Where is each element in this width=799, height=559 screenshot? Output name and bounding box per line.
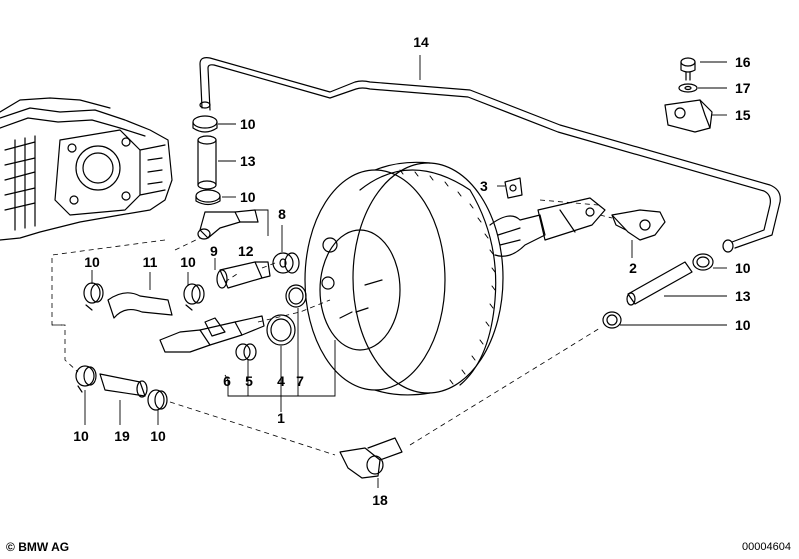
label-14: 14: [413, 34, 429, 50]
clamp-10-mid: [195, 189, 221, 206]
label-5: 5: [245, 373, 253, 389]
label-13-right: 13: [735, 288, 751, 304]
hose-11: [107, 292, 173, 319]
part-6-sensor: [159, 315, 265, 353]
part-12-connector: [197, 209, 259, 240]
label-2: 2: [629, 260, 637, 276]
part-9-valve: [216, 261, 271, 289]
clamp-10-right-lower: [602, 311, 622, 329]
label-9: 9: [210, 243, 218, 259]
leader-lines: [84, 55, 727, 488]
dashed-lines: [51, 199, 613, 456]
label-15: 15: [735, 107, 751, 123]
copyright-text: BMW AG: [18, 540, 70, 554]
vacuum-line: [199, 57, 781, 253]
ring-7: [285, 284, 307, 308]
label-10-right-upper: 10: [735, 260, 751, 276]
part-5-bushing: [235, 343, 257, 361]
label-17: 17: [735, 80, 751, 96]
part-8-grommet: [272, 252, 300, 274]
booster-rim-marks: [399, 169, 496, 385]
label-19: 19: [114, 428, 130, 444]
label-7: 7: [296, 373, 304, 389]
hose-13-left: [197, 135, 217, 190]
copyright-notice: © BMW AG: [6, 540, 70, 554]
label-10-mid: 10: [240, 189, 256, 205]
part-16-bolt: [680, 57, 696, 81]
hose-19: [99, 373, 148, 398]
document-id: 00004604: [742, 541, 791, 553]
hose-13-right: [626, 261, 693, 306]
ring-4: [266, 314, 296, 346]
part-3-clip: [504, 177, 523, 199]
label-11: 11: [143, 254, 158, 270]
label-10-left: 10: [84, 254, 100, 270]
clamp-10-top: [192, 115, 218, 133]
part-2-bracket: [611, 209, 666, 241]
label-6: 6: [223, 373, 231, 389]
clamp-10-right-upper: [692, 253, 714, 271]
label-8: 8: [278, 206, 286, 222]
clamp-10-center: [183, 283, 205, 311]
callout-labels: 14 16 17 15 10 13 10 3 8 12 9 11 10 10 2…: [73, 34, 751, 508]
label-12: 12: [238, 243, 254, 259]
label-16: 16: [735, 54, 751, 70]
label-13-left: 13: [240, 153, 256, 169]
clamp-10-left: [83, 282, 104, 311]
label-4: 4: [277, 373, 285, 389]
intake-manifold: [0, 97, 173, 241]
label-18: 18: [372, 492, 388, 508]
clamp-10-bottom-right: [147, 389, 168, 411]
brake-booster: [304, 161, 606, 396]
part-18-elbow: [339, 437, 403, 479]
label-10-bottom-right: 10: [150, 428, 166, 444]
label-10-center: 10: [180, 254, 196, 270]
label-10-bottom-left: 10: [73, 428, 89, 444]
part-17-washer: [678, 83, 698, 93]
label-3: 3: [480, 178, 488, 194]
label-10-top: 10: [240, 116, 256, 132]
label-10-right-lower: 10: [735, 317, 751, 333]
label-1: 1: [277, 410, 285, 426]
part-15-holder: [664, 99, 713, 133]
clamp-10-bottom-left: [75, 365, 97, 393]
